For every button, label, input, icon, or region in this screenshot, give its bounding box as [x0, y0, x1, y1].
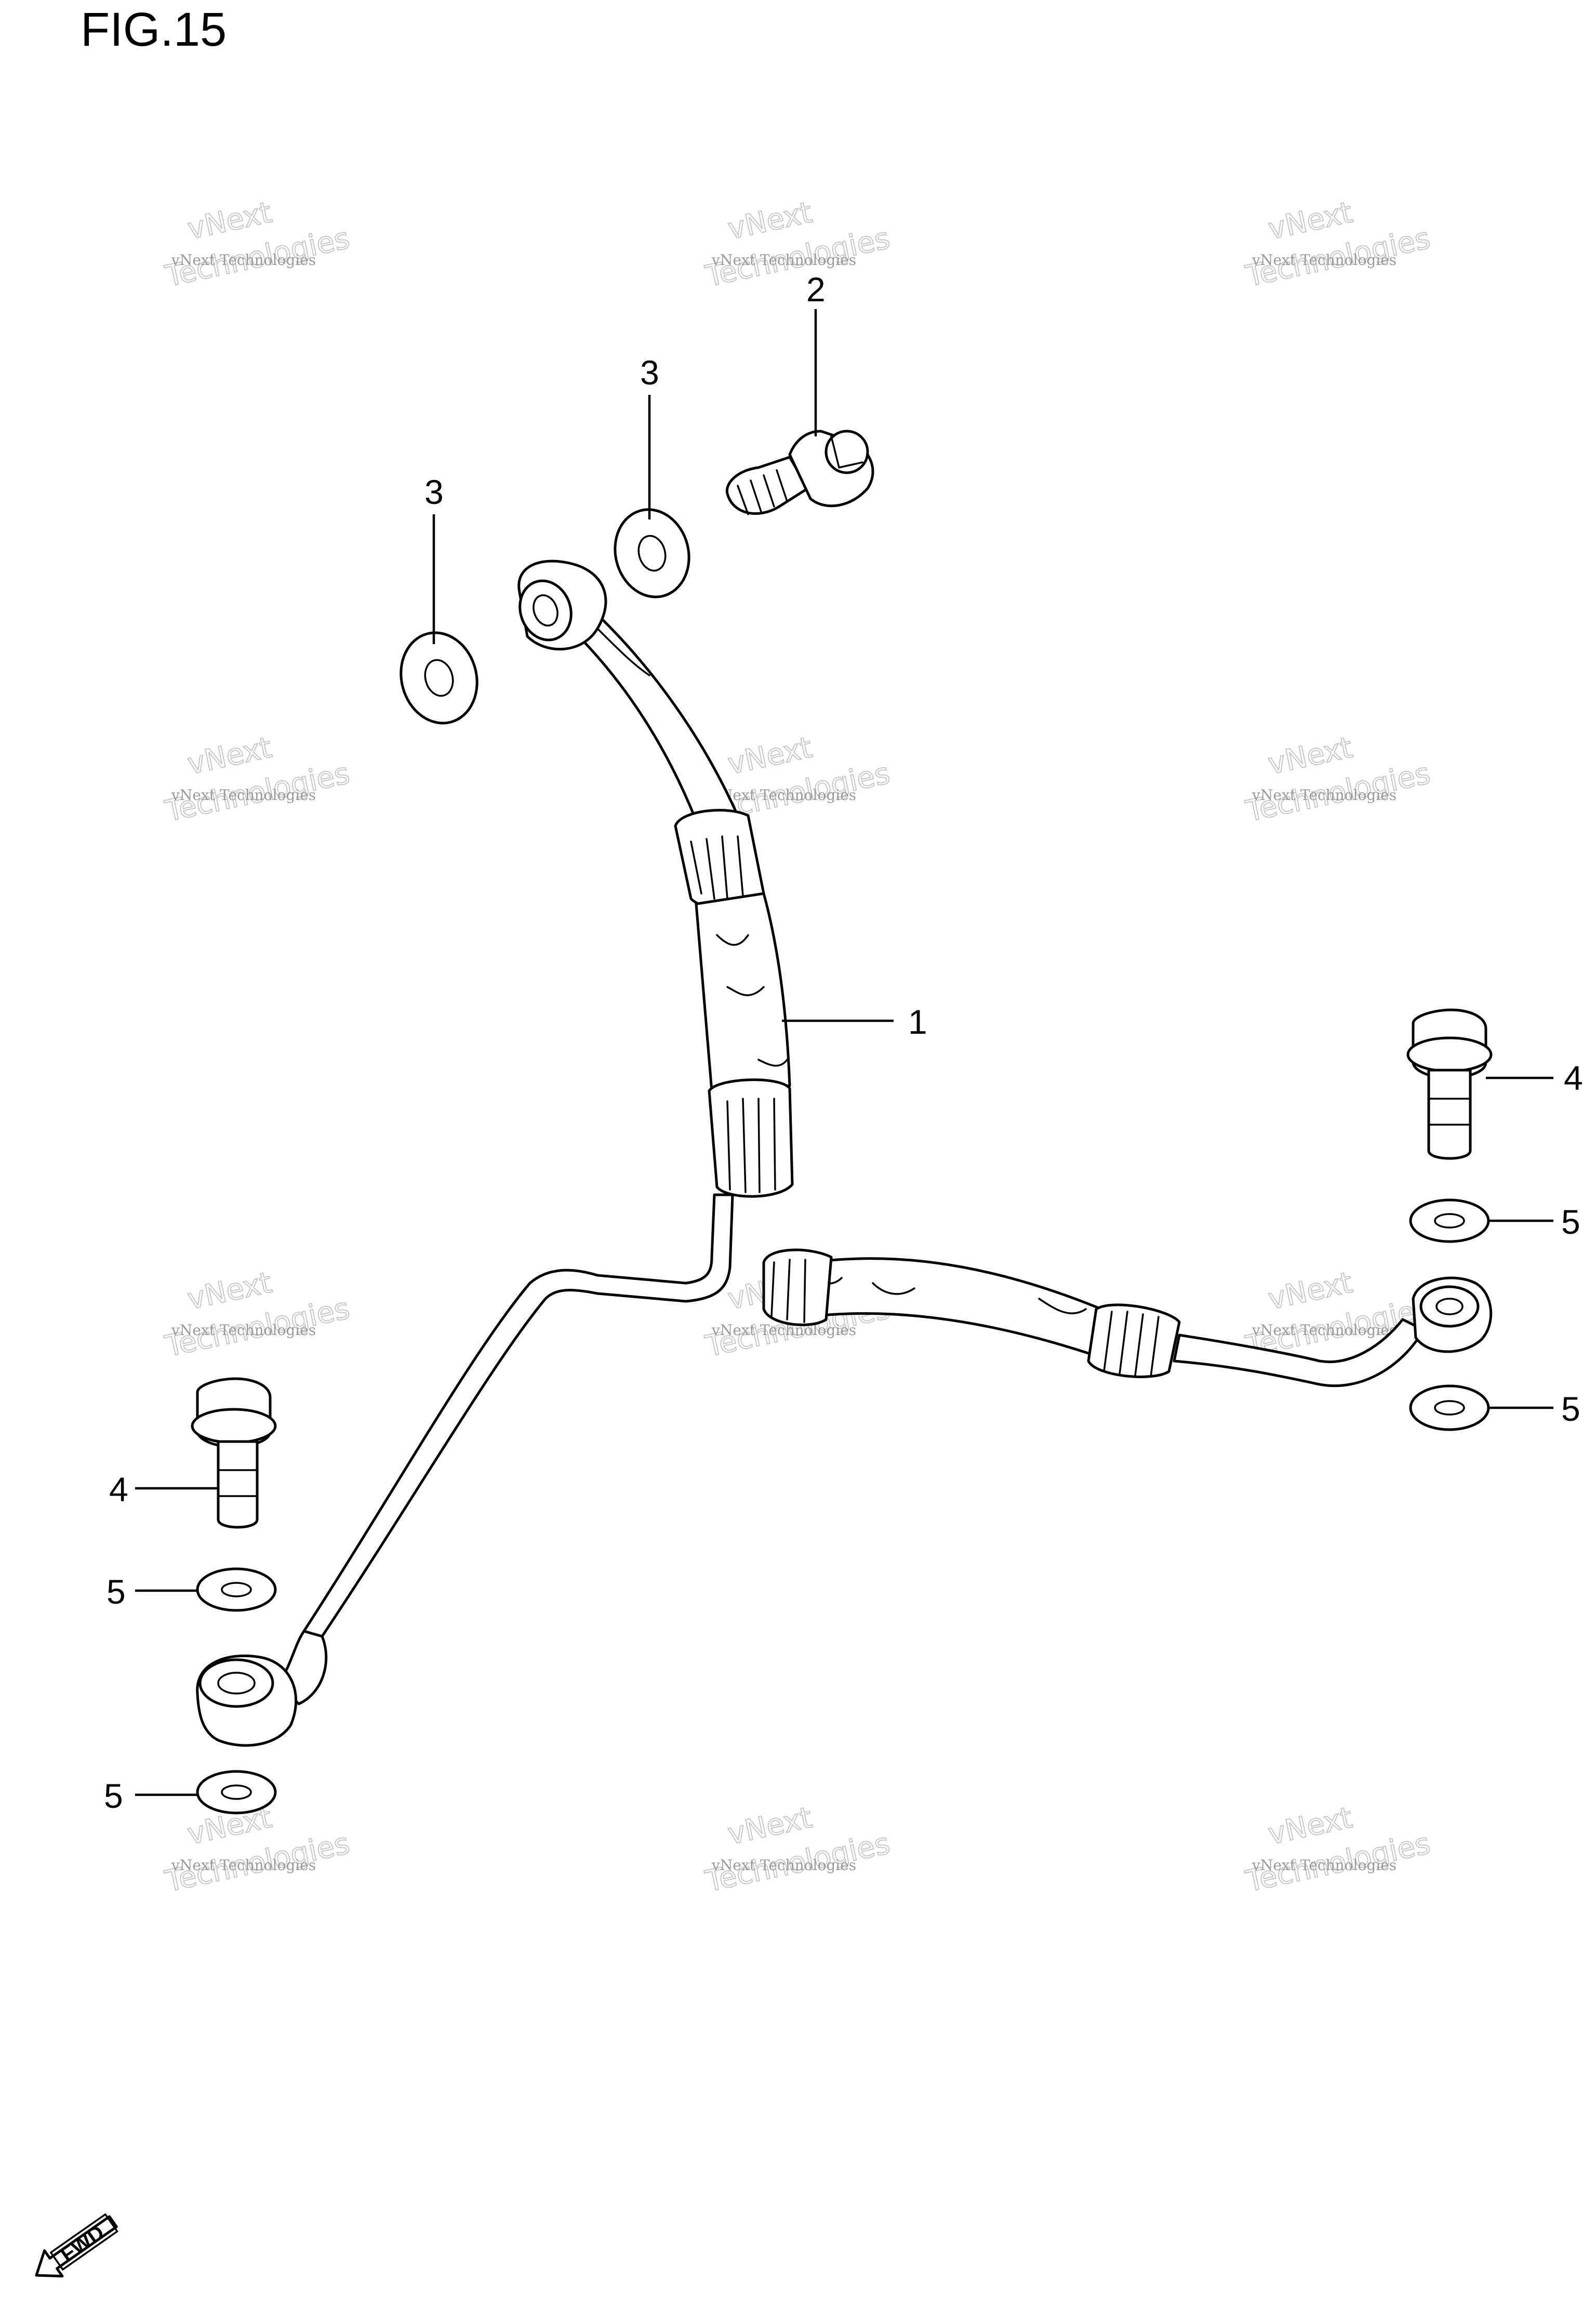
watermark-vnext: vNext [725, 1801, 815, 1852]
watermark-vnext: vNext [1265, 1266, 1355, 1317]
washer-right-top [1409, 1198, 1490, 1243]
watermark-vnext: vNext [1265, 196, 1355, 247]
bolt-right [1406, 1008, 1493, 1160]
watermark-text: vNext Technologies [1252, 251, 1396, 269]
fwd-arrow-icon: FWD [35, 2213, 118, 2278]
callout-1: 1 [908, 1003, 927, 1041]
main-hose [695, 892, 791, 1092]
callout-3-lower: 3 [424, 473, 444, 511]
watermark-vnext: vNext [1265, 1801, 1355, 1852]
washer-right-bottom [1409, 1384, 1490, 1431]
watermark: vNext Technologies vNext Technologies [1242, 1801, 1433, 1900]
watermark: vNext Technologies vNext Technologies [702, 195, 893, 295]
vertical-pipe [302, 1193, 734, 1638]
callout-5-left-bottom: 5 [104, 1777, 123, 1815]
watermark-text: vNext Technologies [171, 251, 316, 269]
callout-5-right-top: 5 [1561, 1203, 1580, 1241]
gasket-upper [614, 508, 690, 598]
watermark: vNext Technologies vNext Technologies [162, 730, 353, 830]
watermark-vnext: vNext [725, 731, 815, 782]
watermark-vnext: vNext [725, 196, 815, 247]
watermark-text: vNext Technologies [711, 786, 856, 804]
upper-banjo-eye [517, 559, 650, 676]
watermark-vnext: vNext [184, 196, 275, 247]
watermark-text: vNext Technologies [711, 1857, 856, 1874]
left-banjo-eye [196, 1655, 298, 1747]
callout-3-upper: 3 [640, 353, 659, 392]
upper-ferrule [674, 809, 765, 910]
watermark-text: vNext Technologies [1252, 1322, 1396, 1339]
callouts: 1 2 3 3 4 5 5 4 5 5 [104, 270, 1583, 1815]
watermark-text: vNext Technologies [1252, 1857, 1396, 1874]
bolt-left [191, 1377, 277, 1529]
watermark-vnext: vNext [184, 1266, 275, 1317]
callout-4-left: 4 [109, 1470, 128, 1509]
watermark: vNext Technologies vNext Technologies [162, 1265, 353, 1365]
watermark: vNext Technologies vNext Technologies [702, 1801, 893, 1900]
figure-title: FIG.15 [81, 3, 227, 56]
callout-5-left-top: 5 [107, 1572, 126, 1611]
watermark-text: vNext Technologies [171, 1857, 316, 1874]
right-banjo-eye [1412, 1276, 1493, 1353]
watermark-text: vNext Technologies [1252, 786, 1396, 804]
union-bolt [725, 430, 874, 515]
watermark-text: vNext Technologies [171, 1322, 316, 1339]
callout-4-right: 4 [1564, 1059, 1583, 1097]
watermark: vNext Technologies vNext Technologies [1242, 730, 1433, 830]
middle-ferrule [708, 1078, 794, 1198]
watermark-vnext: vNext [184, 731, 275, 782]
callout-5-right-bottom: 5 [1561, 1390, 1580, 1428]
gasket-lower [400, 631, 478, 725]
washer-left-top [196, 1567, 277, 1612]
watermark: vNext Technologies vNext Technologies [162, 195, 353, 295]
hose-assembly [196, 559, 1493, 1747]
callout-2: 2 [806, 270, 826, 309]
junction-collar [762, 1248, 833, 1326]
right-ferrule [1087, 1303, 1181, 1378]
leader-lines [135, 309, 1553, 1796]
watermark-text: vNext Technologies [711, 1322, 856, 1339]
watermark-text: vNext Technologies [711, 251, 856, 269]
watermark-text: vNext Technologies [171, 786, 316, 804]
watermark-vnext: vNext [1265, 731, 1355, 782]
watermark: vNext Technologies vNext Technologies [1242, 195, 1433, 295]
watermark-group: vNext Technologies vNext Technologies vN… [162, 195, 1433, 1900]
washer-left-bottom [196, 1770, 277, 1815]
